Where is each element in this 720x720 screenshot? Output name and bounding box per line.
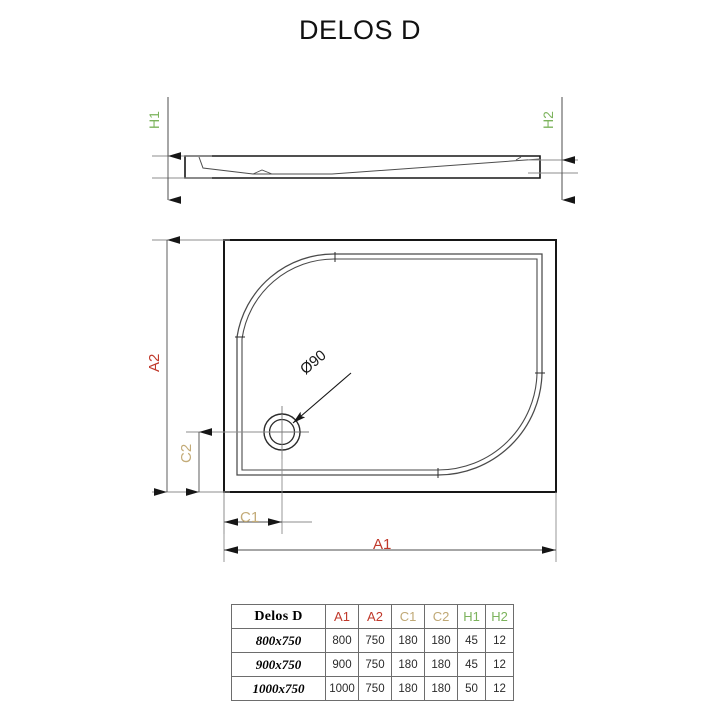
table-row: 1000x750 1000 750 180 180 50 12 xyxy=(231,676,514,701)
table-row: 900x750 900 750 180 180 45 12 xyxy=(231,652,514,677)
spec-table-head: Delos D A1 A2 C1 C2 H1 H2 xyxy=(231,604,514,629)
label-h2: H2 xyxy=(540,111,556,129)
side-profile-edge-notch xyxy=(515,156,522,161)
table-row: 800x750 800 750 180 180 45 12 xyxy=(231,628,514,653)
label-c1: C1 xyxy=(240,509,260,526)
dimension-h1 xyxy=(152,97,212,204)
header-model: Delos D xyxy=(231,604,326,629)
label-a2: A2 xyxy=(146,353,163,372)
cell-a2: 750 xyxy=(358,628,392,653)
spec-table-container: Delos D A1 A2 C1 C2 H1 H2 800x750 800 75… xyxy=(231,604,514,701)
header-h1: H1 xyxy=(457,604,486,629)
header-h2: H2 xyxy=(485,604,514,629)
label-a1: A1 xyxy=(373,536,392,553)
side-profile-drain-notch xyxy=(252,169,273,175)
cell-c1: 180 xyxy=(391,628,425,653)
page-title: DELOS D xyxy=(298,15,422,45)
side-profile-view xyxy=(184,155,541,179)
cell-h2: 12 xyxy=(485,676,514,701)
cell-h1: 45 xyxy=(457,652,486,677)
plan-view xyxy=(223,239,557,493)
cell-c1: 180 xyxy=(391,652,425,677)
spec-table-header-row: Delos D A1 A2 C1 C2 H1 H2 xyxy=(231,604,514,629)
header-a2: A2 xyxy=(358,604,392,629)
cell-h2: 12 xyxy=(485,628,514,653)
cell-size: 1000x750 xyxy=(231,676,326,701)
cell-size: 900x750 xyxy=(231,652,326,677)
cell-a1: 800 xyxy=(325,628,359,653)
cell-c2: 180 xyxy=(424,628,458,653)
tray-outer-rectangle xyxy=(223,239,557,493)
label-c2: C2 xyxy=(178,443,195,463)
cell-size: 800x750 xyxy=(231,628,326,653)
header-c1: C1 xyxy=(391,604,425,629)
cell-a2: 750 xyxy=(358,676,392,701)
side-profile-outline xyxy=(184,155,541,179)
dimension-a1 xyxy=(223,492,557,562)
header-a1: A1 xyxy=(325,604,359,629)
cell-h2: 12 xyxy=(485,652,514,677)
cell-c1: 180 xyxy=(391,676,425,701)
cell-a2: 750 xyxy=(358,652,392,677)
cell-a1: 1000 xyxy=(325,676,359,701)
cell-c2: 180 xyxy=(424,652,458,677)
cell-a1: 900 xyxy=(325,652,359,677)
label-h1: H1 xyxy=(146,111,162,129)
cell-h1: 50 xyxy=(457,676,486,701)
cell-h1: 45 xyxy=(457,628,486,653)
cell-c2: 180 xyxy=(424,676,458,701)
header-c2: C2 xyxy=(424,604,458,629)
dimension-c2 xyxy=(186,428,270,496)
spec-table-body: 800x750 800 750 180 180 45 12 900x750 90… xyxy=(231,628,514,701)
spec-table: Delos D A1 A2 C1 C2 H1 H2 800x750 800 75… xyxy=(231,604,514,701)
drain-leader-line xyxy=(292,372,352,424)
dimension-h2 xyxy=(528,97,578,204)
